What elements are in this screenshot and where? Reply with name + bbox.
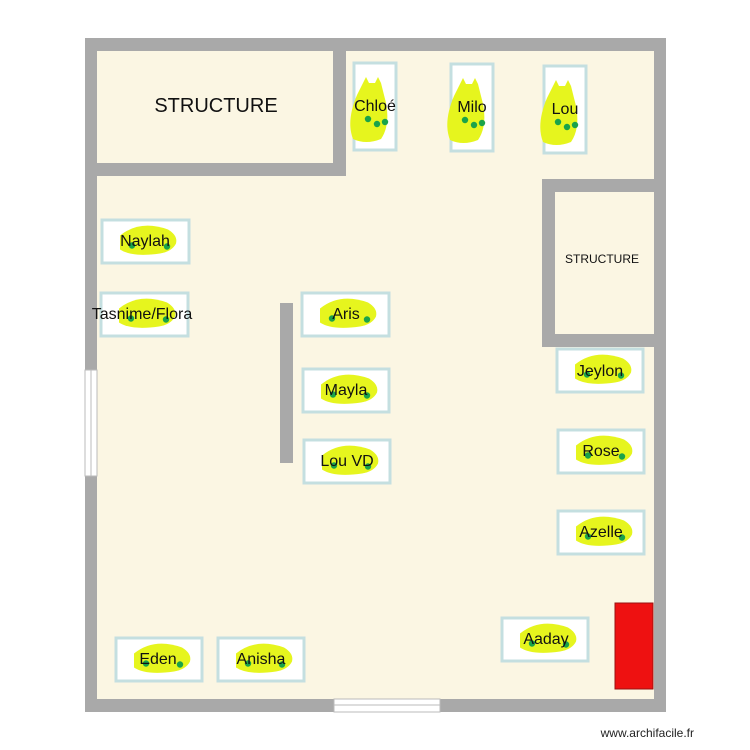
- chair-dot: [162, 316, 170, 323]
- desk-name-label: Lou: [552, 101, 579, 118]
- desk-name-label: Azelle: [579, 524, 623, 541]
- chair-dot: [176, 661, 184, 668]
- desk: Lou: [540, 64, 588, 155]
- chair-dot: [617, 372, 625, 379]
- watermark: www.archifacile.fr: [600, 726, 694, 740]
- chair-dot: [163, 243, 171, 250]
- desk: Anisha: [216, 636, 306, 683]
- desk-name-label: Mayla: [325, 382, 368, 399]
- desk-name-label: Aaday: [523, 631, 568, 648]
- desk: Mayla: [301, 367, 391, 414]
- chair-dot: [528, 640, 536, 647]
- partition-wall: [280, 303, 293, 463]
- chair-dot: [244, 660, 252, 667]
- desk-name-label: Jeylon: [577, 363, 623, 380]
- chair-dot: [562, 641, 570, 648]
- desk-name-label: Eden: [139, 651, 176, 668]
- desk: Lou VD: [302, 438, 392, 485]
- chair-dot: [328, 315, 336, 322]
- desk: Aaday: [500, 616, 590, 663]
- structure-floor: [97, 51, 333, 163]
- chair-dot: [278, 661, 286, 668]
- structure-label: STRUCTURE: [154, 95, 277, 117]
- chair-dot: [618, 453, 626, 460]
- chair-dot: [584, 533, 592, 540]
- window-bottom: [333, 698, 441, 713]
- desk: Jeylon: [555, 347, 645, 394]
- desk-name-label: Rose: [582, 443, 619, 460]
- chair-dot: [554, 118, 562, 126]
- desk: Naylah: [100, 218, 191, 265]
- chair-dot: [363, 316, 371, 323]
- chair-dot: [618, 534, 626, 541]
- desk: Rose: [556, 428, 646, 475]
- chair-dot: [364, 115, 372, 123]
- chair-dot: [329, 391, 337, 398]
- red-block: [614, 602, 654, 690]
- chair-dot: [364, 463, 372, 470]
- chair-dot: [142, 660, 150, 667]
- desk: Eden: [114, 636, 204, 683]
- chair-dot: [461, 116, 469, 124]
- chair-dot: [363, 392, 371, 399]
- structure-floor: [555, 192, 654, 334]
- chair-dot: [127, 315, 135, 322]
- window-left: [84, 369, 98, 477]
- chair-dot: [373, 120, 381, 128]
- desk: Aris: [300, 291, 391, 338]
- chair-dot: [478, 119, 486, 127]
- desk-name-label: Aris: [332, 306, 360, 323]
- desk: Chloé: [350, 61, 398, 152]
- desk-name-label: Lou VD: [320, 453, 373, 470]
- chair-dot: [470, 121, 478, 129]
- structure-label: STRUCTURE: [565, 252, 639, 266]
- chair-dot: [583, 371, 591, 378]
- chair-dot: [584, 452, 592, 459]
- chair-dot: [563, 123, 571, 131]
- chair-dot: [381, 118, 389, 126]
- desk: Azelle: [556, 509, 646, 556]
- desk-name-label: Chloé: [354, 98, 396, 115]
- desk-name-label: Tasnime/Flora: [92, 306, 193, 323]
- desk: Tasnime/Flora: [92, 291, 193, 338]
- desk-name-label: Naylah: [120, 233, 170, 250]
- desk-name-label: Anisha: [237, 651, 286, 668]
- chair-dot: [128, 242, 136, 249]
- chair-dot: [330, 462, 338, 469]
- desk: Milo: [447, 62, 495, 153]
- desk-name-label: Milo: [457, 99, 486, 116]
- chair-dot: [571, 121, 579, 129]
